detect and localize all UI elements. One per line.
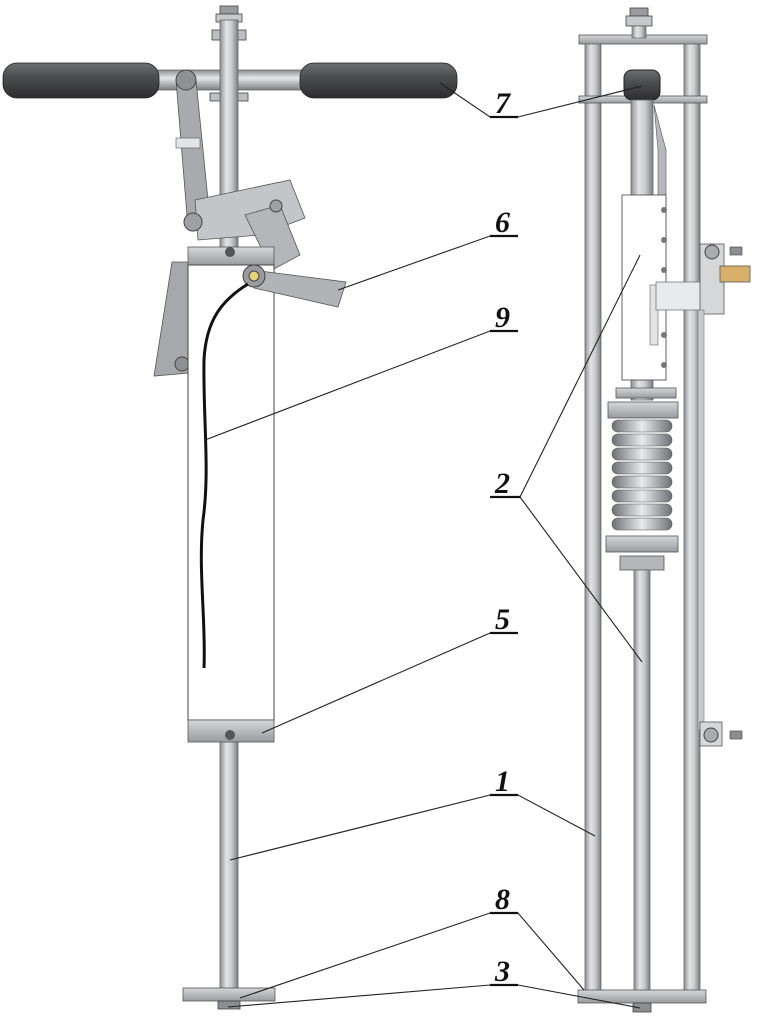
callout-5: 5 xyxy=(495,603,510,636)
lever-linkage xyxy=(153,69,306,377)
knob xyxy=(623,69,661,101)
callout-3: 3 xyxy=(494,955,510,988)
sample-tube xyxy=(187,264,275,721)
callout-labels: 7 6 9 2 5 1 8 3 xyxy=(494,87,511,988)
left-grip xyxy=(2,62,160,99)
tip-right xyxy=(632,1002,652,1013)
callout-7: 7 xyxy=(495,87,511,120)
base-plate xyxy=(577,989,707,1004)
guide-rod-right xyxy=(683,43,701,993)
leader-lines xyxy=(204,82,643,1009)
guide-rod-left xyxy=(584,43,602,993)
spring-cap-top xyxy=(607,401,679,419)
callout-8: 8 xyxy=(495,883,510,916)
left-view xyxy=(2,5,458,1010)
callout-1: 1 xyxy=(495,765,510,798)
callout-2: 2 xyxy=(494,467,510,500)
spring-cap-bottom xyxy=(605,535,679,553)
tip-left xyxy=(217,1000,241,1010)
callout-6: 6 xyxy=(495,206,510,239)
callout-9: 9 xyxy=(495,301,510,334)
foot-plate-left xyxy=(182,987,276,1002)
right-view xyxy=(577,7,751,1013)
sensor-wire xyxy=(199,282,249,669)
central-rod-lower xyxy=(633,569,651,996)
connector xyxy=(719,265,751,283)
right-grip xyxy=(299,62,458,99)
compression-spring xyxy=(611,419,673,531)
